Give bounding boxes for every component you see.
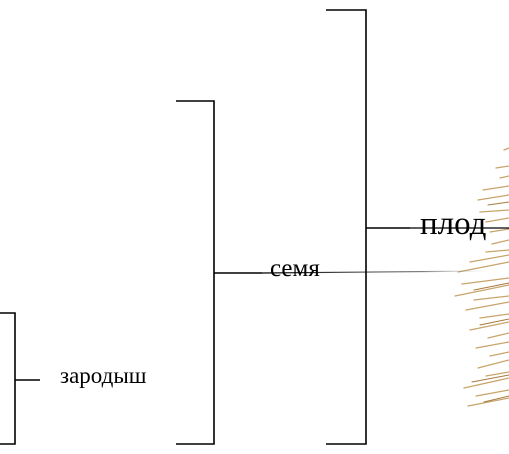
fruit-label: плод <box>420 206 487 242</box>
seed-label: семя <box>270 255 320 282</box>
seed-pointer-line <box>261 270 491 274</box>
fruit-husk-shading <box>471 201 509 403</box>
seed-bracket <box>176 100 262 445</box>
embryo-bracket <box>0 312 40 445</box>
fruit-husk-illustration <box>454 147 509 407</box>
fruit-bracket <box>326 9 410 445</box>
embryo-label: зародыш <box>60 363 147 388</box>
